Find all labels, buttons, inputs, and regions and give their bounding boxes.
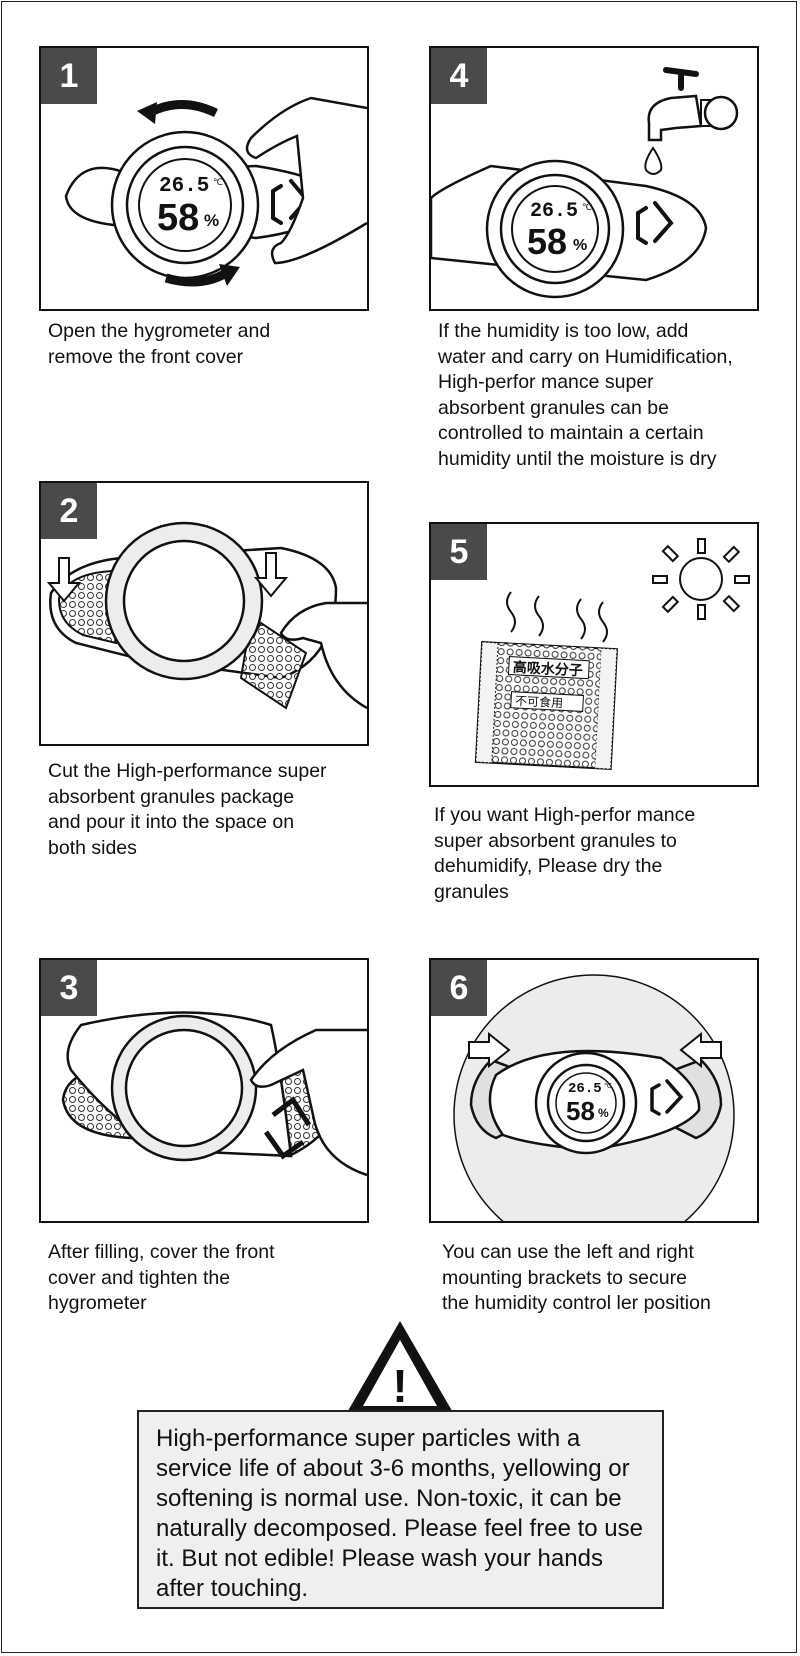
step-2-number: 2 [41, 483, 97, 539]
step-6-temperature: 26.5 [568, 1081, 602, 1097]
step-5-caption: If you want High-perfor mance super abso… [434, 804, 696, 903]
step-6-caption: You can use the left and right mounting … [442, 1241, 711, 1314]
step-6-illustration: 26.5 ℃ 58 % [453, 974, 735, 1221]
step-1-humidity: 58 [157, 197, 199, 239]
step-2-illustration [46, 521, 367, 710]
step-3-number: 3 [41, 960, 97, 1016]
package-label-2: 不可食用 [515, 693, 564, 710]
step-5-number: 5 [431, 524, 487, 580]
step-4-humidity-unit: % [573, 237, 587, 254]
package-label-1: 高吸水分子 [512, 659, 583, 680]
water-drop-icon [644, 146, 663, 175]
step-3-panel: 3 [39, 958, 369, 1223]
warning-triangle-icon: ! [345, 1321, 455, 1416]
step-1-illustration: 26.5 ℃ 58 % [64, 96, 367, 287]
step-1-number: 1 [41, 48, 97, 104]
step-4-panel: 4 26.5 ℃ 58 % [429, 46, 759, 311]
safety-notice-text: High-performance super particles with a … [156, 1425, 643, 1602]
step-1-caption: Open the hygrometer and remove the front… [48, 320, 271, 368]
step-3-illustration [61, 1011, 367, 1177]
step-5-panel: 5 高吸水分子 不可食用 [429, 522, 759, 787]
step-1-panel: 1 26.5 ℃ 58 % [39, 46, 369, 311]
steam-lines [506, 591, 608, 643]
step-1-temp-unit: ℃ [213, 177, 223, 187]
step-6-humidity-unit: % [598, 1106, 609, 1120]
step-6-panel: 6 26.5 ℃ 58 % [429, 958, 759, 1223]
arrow-left-icon [679, 1031, 722, 1069]
granule-package: 高吸水分子 不可食用 [474, 641, 619, 771]
safety-notice: High-performance super particles with a … [137, 1410, 664, 1609]
warning-mark: ! [392, 1360, 407, 1412]
arrow-right-icon [468, 1031, 511, 1069]
step-4-temperature: 26.5 [530, 200, 578, 223]
step-6-temp-unit: ℃ [604, 1083, 612, 1090]
step-4-caption: If the humidity is too low, add water an… [438, 320, 733, 470]
step-4-illustration: 26.5 ℃ 58 % [431, 67, 739, 299]
step-2-caption: Cut the High-performance super absorbent… [48, 760, 327, 859]
step-1-humidity-unit: % [204, 211, 219, 230]
step-3-caption: After filling, cover the front cover and… [48, 1241, 275, 1314]
faucet-icon [647, 67, 739, 142]
step-5-illustration: 高吸水分子 不可食用 [474, 538, 750, 771]
step-4-humidity: 58 [527, 221, 567, 262]
step-4-temp-unit: ℃ [582, 202, 592, 212]
step-4-number: 4 [431, 48, 487, 104]
step-6-number: 6 [431, 960, 487, 1016]
step-2-panel: 2 [39, 481, 369, 746]
step-6-humidity: 58 [566, 1096, 595, 1126]
step-1-temperature: 26.5 [159, 175, 209, 198]
sun-icon [652, 538, 750, 620]
